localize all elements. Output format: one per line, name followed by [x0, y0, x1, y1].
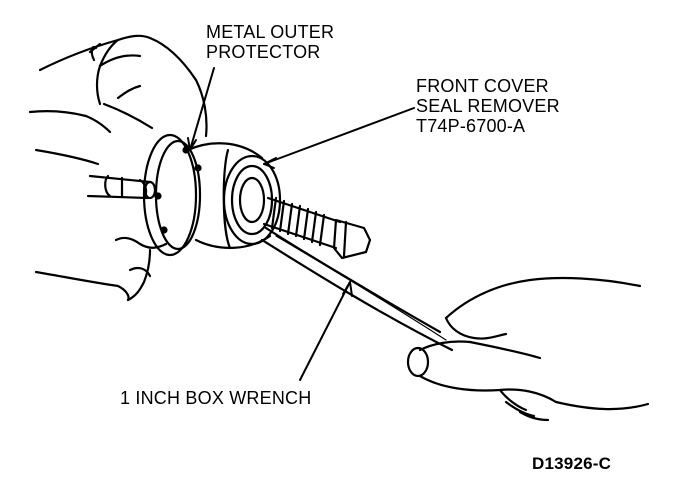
engine-front-cover [28, 34, 208, 302]
leader-protector [189, 67, 215, 151]
metal-outer-protector-shape [142, 133, 202, 257]
leader-lines [187, 67, 415, 381]
figure-id: D13926-C [532, 454, 612, 473]
label-front-cover-seal-remover: FRONT COVER SEAL REMOVER T74P-6700-A [416, 76, 560, 136]
label-line: SEAL REMOVER [416, 96, 560, 116]
leader-box-wrench [299, 281, 351, 381]
leader-seal-remover [263, 107, 415, 165]
label-line: METAL OUTER [206, 22, 335, 42]
label-line: FRONT COVER [416, 76, 549, 96]
label-line: PROTECTOR [206, 42, 321, 62]
label-metal-outer-protector: METAL OUTER PROTECTOR [206, 22, 334, 62]
forcing-screw [262, 196, 372, 260]
seal-remover-body [186, 142, 282, 250]
label-box-wrench: 1 INCH BOX WRENCH [120, 388, 312, 408]
label-line: T74P-6700-A [416, 116, 526, 136]
box-wrench-shape [260, 226, 454, 352]
hand [406, 276, 650, 422]
